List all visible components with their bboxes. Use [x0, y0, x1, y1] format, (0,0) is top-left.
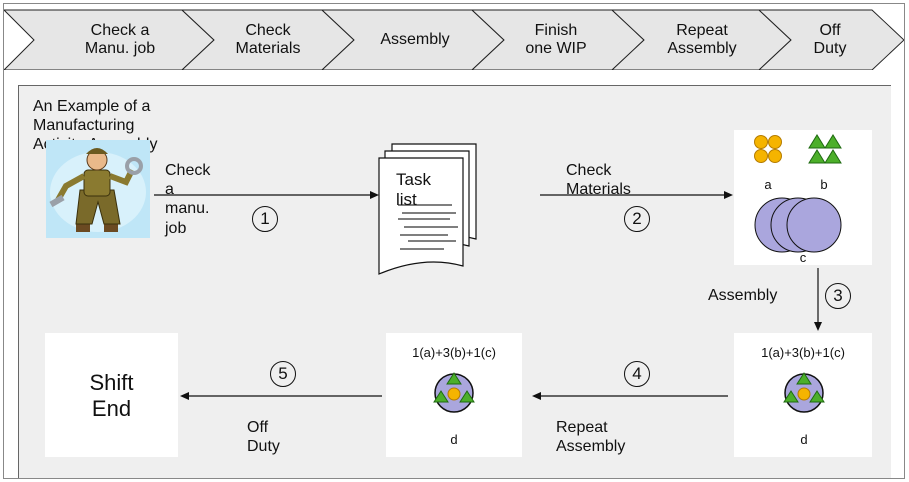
task-list-document: [378, 143, 477, 275]
process-step-6: Off Duty: [813, 21, 847, 57]
step-number-1: 1: [252, 206, 278, 232]
product-formula-middle: 1(a)+3(b)+1(c): [412, 345, 496, 360]
process-step-5: Repeat Assembly: [667, 21, 737, 57]
material-b-label: b: [820, 177, 828, 192]
product-label-right: d: [800, 432, 808, 447]
shift-end-box: [45, 333, 178, 457]
chevron-shape-6: [757, 9, 904, 70]
step-number-2: 2: [624, 206, 650, 232]
edge-label-off-duty: Off Duty: [247, 419, 280, 456]
material-c-icon: [754, 197, 842, 253]
edge-label-check-materials: Check Materials: [566, 162, 631, 199]
edge-label-check-job: Check a manu. job: [165, 162, 211, 237]
product-icon-middle: [433, 372, 475, 413]
outer-frame: [3, 3, 905, 479]
edge-label-assembly: Assembly: [708, 287, 778, 304]
step-number-3: 3: [825, 283, 851, 309]
product-formula-right: 1(a)+3(b)+1(c): [761, 345, 845, 360]
worker-illustration: [46, 140, 150, 238]
edge-label-repeat-assembly: Repeat Assembly: [556, 419, 626, 456]
process-step-2: Check Materials: [235, 21, 301, 57]
step-number-4: 4: [624, 361, 650, 387]
product-icon-right: [783, 372, 825, 413]
material-a-icon: [754, 135, 782, 163]
process-step-4: Finish one WIP: [525, 21, 587, 57]
process-chevron-band: [4, 9, 904, 70]
process-step-3: Assembly: [380, 30, 450, 48]
step-number-5: 5: [270, 361, 296, 387]
material-c-label: c: [799, 250, 807, 265]
material-a-label: a: [764, 177, 772, 192]
product-label-middle: d: [450, 432, 458, 447]
task-list-label: Task list: [396, 170, 431, 210]
shift-end-label: Shift End: [89, 370, 134, 422]
material-b-icon: [808, 134, 842, 164]
process-step-1: Check a Manu. job: [84, 21, 156, 57]
